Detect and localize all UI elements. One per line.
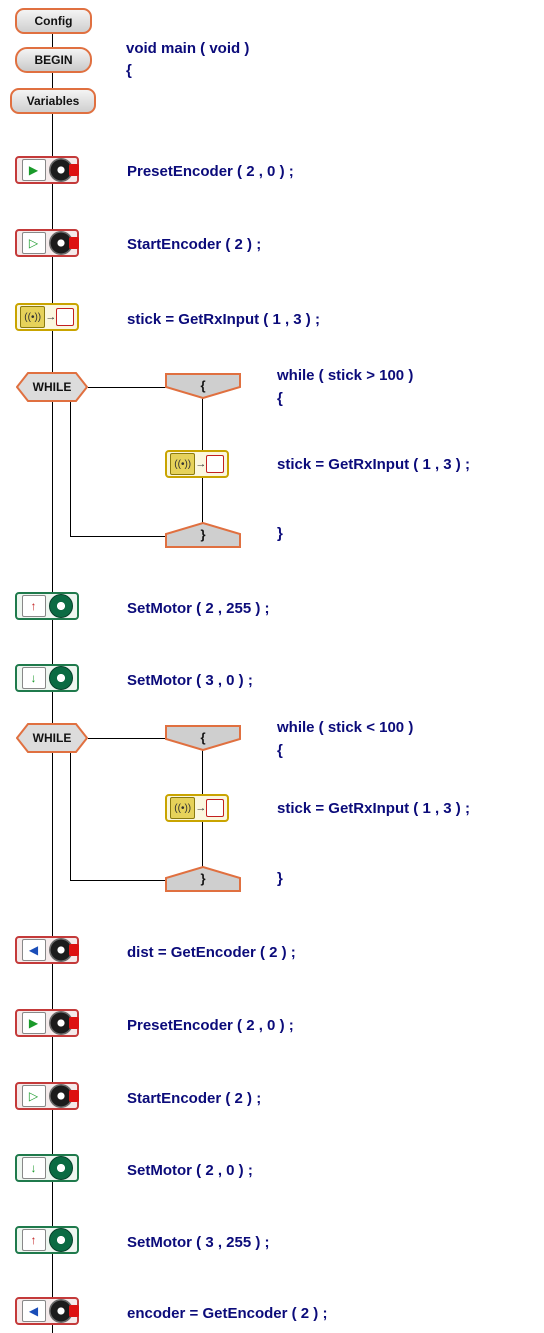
motor-fan-icon [48,1228,73,1252]
arrow-right-icon: → [195,802,207,814]
variable-chip-icon [206,455,224,473]
rx-input-block[interactable]: ((•)) → [15,303,79,331]
loop-open-shape [165,373,241,399]
loop-open-symbol: { [200,730,206,745]
preset-encoder-icon: ▶ [21,159,46,181]
function-declaration: void main ( void ) [126,40,250,57]
variables-button[interactable]: Variables [10,88,96,114]
set-motor-block[interactable]: ↑ [15,1226,79,1254]
motor-fan-icon [48,594,73,618]
loop1-return-line [70,400,71,536]
set-motor-block[interactable]: ↓ [15,664,79,692]
loop1-top-connector [88,387,166,388]
loop-close-brace: } [277,870,283,887]
block-code: PresetEncoder ( 2 , 0 ) ; [127,163,294,180]
get-encoder-block[interactable]: ◀ [15,1297,79,1325]
arrow-down-icon: ↓ [21,1157,46,1179]
loop-open-block[interactable]: { [165,373,241,399]
get-encoder-icon: ◀ [21,939,46,961]
start-encoder-block[interactable]: ▷ [15,1082,79,1110]
begin-block[interactable]: BEGIN [15,47,92,73]
block-code: SetMotor ( 2 , 255 ) ; [127,600,270,617]
while-label: WHILE [32,380,72,394]
preset-encoder-icon: ▶ [21,1012,46,1034]
loop-close-symbol: } [200,527,206,542]
preset-encoder-block[interactable]: ▶ [15,1009,79,1037]
block-code: StartEncoder ( 2 ) ; [127,236,262,253]
block-code: StartEncoder ( 2 ) ; [127,1090,262,1107]
rx-receiver-icon: ((•)) [170,797,196,819]
arrow-right-icon: → [45,311,57,323]
while-hexagon-shape [16,372,88,402]
get-encoder-block[interactable]: ◀ [15,936,79,964]
encoder-wheel-icon [48,231,79,255]
arrow-up-icon: ↑ [21,595,46,617]
set-motor-block[interactable]: ↑ [15,592,79,620]
encoder-wheel-icon [48,938,79,962]
while-label: WHILE [32,731,72,745]
loop-open-brace: { [277,742,283,759]
loop-close-symbol: } [200,871,206,886]
loop-close-block[interactable]: } [165,866,241,892]
block-code: SetMotor ( 2 , 0 ) ; [127,1162,253,1179]
while-loop-block[interactable]: WHILE [16,372,88,402]
loop-close-shape [165,866,241,892]
block-code: SetMotor ( 3 , 0 ) ; [127,672,253,689]
encoder-wheel-icon [48,1299,79,1323]
variable-chip-icon [56,308,74,326]
function-open-brace: { [126,62,132,79]
loop-close-brace: } [277,525,283,542]
set-motor-block[interactable]: ↓ [15,1154,79,1182]
loop-condition: while ( stick > 100 ) [277,367,414,384]
encoder-wheel-icon [48,1011,79,1035]
arrow-up-icon: ↑ [21,1229,46,1251]
encoder-wheel-icon [48,158,79,182]
rx-receiver-icon: ((•)) [170,453,196,475]
block-code: stick = GetRxInput ( 1 , 3 ) ; [127,311,320,328]
loop2-return-line [70,752,71,880]
loop-body-code: stick = GetRxInput ( 1 , 3 ) ; [277,456,470,473]
loop2-top-connector [88,738,166,739]
while-hexagon-shape [16,723,88,753]
get-encoder-icon: ◀ [21,1300,46,1322]
arrow-down-icon: ↓ [21,667,46,689]
rx-receiver-icon: ((•)) [20,306,46,328]
rx-input-block[interactable]: ((•)) → [165,450,229,478]
loop-close-block[interactable]: } [165,522,241,548]
loop-body-code: stick = GetRxInput ( 1 , 3 ) ; [277,800,470,817]
loop-open-symbol: { [200,378,206,393]
loop2-bottom-connector [70,880,166,881]
rx-input-block[interactable]: ((•)) → [165,794,229,822]
loop-open-brace: { [277,390,283,407]
loop-close-shape [165,522,241,548]
block-code: PresetEncoder ( 2 , 0 ) ; [127,1017,294,1034]
config-button[interactable]: Config [15,8,92,34]
loop-open-shape [165,725,241,751]
block-code: SetMotor ( 3 , 255 ) ; [127,1234,270,1251]
motor-fan-icon [48,666,73,690]
preset-encoder-block[interactable]: ▶ [15,156,79,184]
while-loop-block[interactable]: WHILE [16,723,88,753]
loop1-bottom-connector [70,536,166,537]
loop-condition: while ( stick < 100 ) [277,719,414,736]
start-encoder-icon: ▷ [21,232,46,254]
start-encoder-icon: ▷ [21,1085,46,1107]
loop-open-block[interactable]: { [165,725,241,751]
block-code: encoder = GetEncoder ( 2 ) ; [127,1305,328,1322]
motor-fan-icon [48,1156,73,1180]
encoder-wheel-icon [48,1084,79,1108]
start-encoder-block[interactable]: ▷ [15,229,79,257]
arrow-right-icon: → [195,458,207,470]
variable-chip-icon [206,799,224,817]
block-code: dist = GetEncoder ( 2 ) ; [127,944,296,961]
